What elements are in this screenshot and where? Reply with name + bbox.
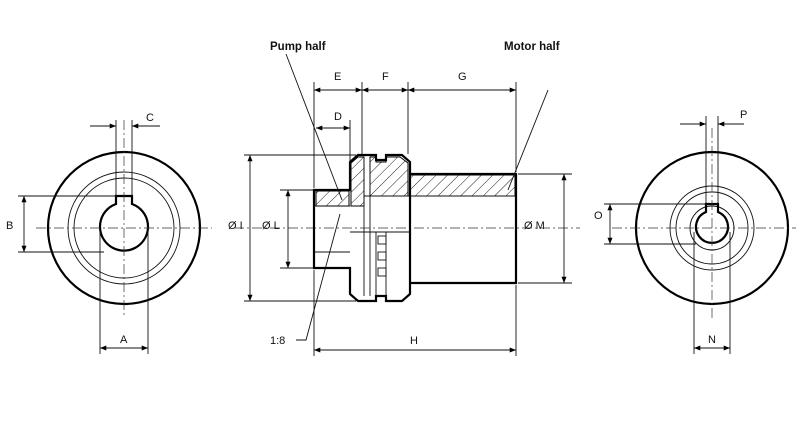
dim-label-D: D (334, 111, 342, 123)
dim-label-N: N (708, 334, 716, 346)
dim-label-B: B (6, 220, 13, 232)
label-pump-half: Pump half (270, 41, 326, 53)
dim-label-A: A (120, 334, 128, 346)
dim-label-F: F (382, 71, 389, 83)
dim-label-dia-M: Ø M (524, 220, 545, 232)
dim-label-P: P (740, 109, 747, 121)
dim-label-C: C (146, 112, 154, 124)
dim-label-dia-I: Ø I (228, 220, 243, 232)
dim-label-G: G (458, 71, 467, 83)
left-end-view: C B A (6, 112, 212, 354)
dim-label-H: H (410, 335, 418, 347)
dim-label-O: O (594, 210, 603, 222)
label-motor-half: Motor half (504, 41, 560, 53)
label-taper-ratio: 1:8 (270, 335, 285, 347)
right-end-view: P O N (594, 109, 796, 354)
coupling-side-view: Pump half Motor half 1:8 E F G D Ø I Ø L (228, 41, 580, 356)
dim-label-E: E (334, 71, 341, 83)
dim-label-dia-L: Ø L (262, 220, 280, 232)
